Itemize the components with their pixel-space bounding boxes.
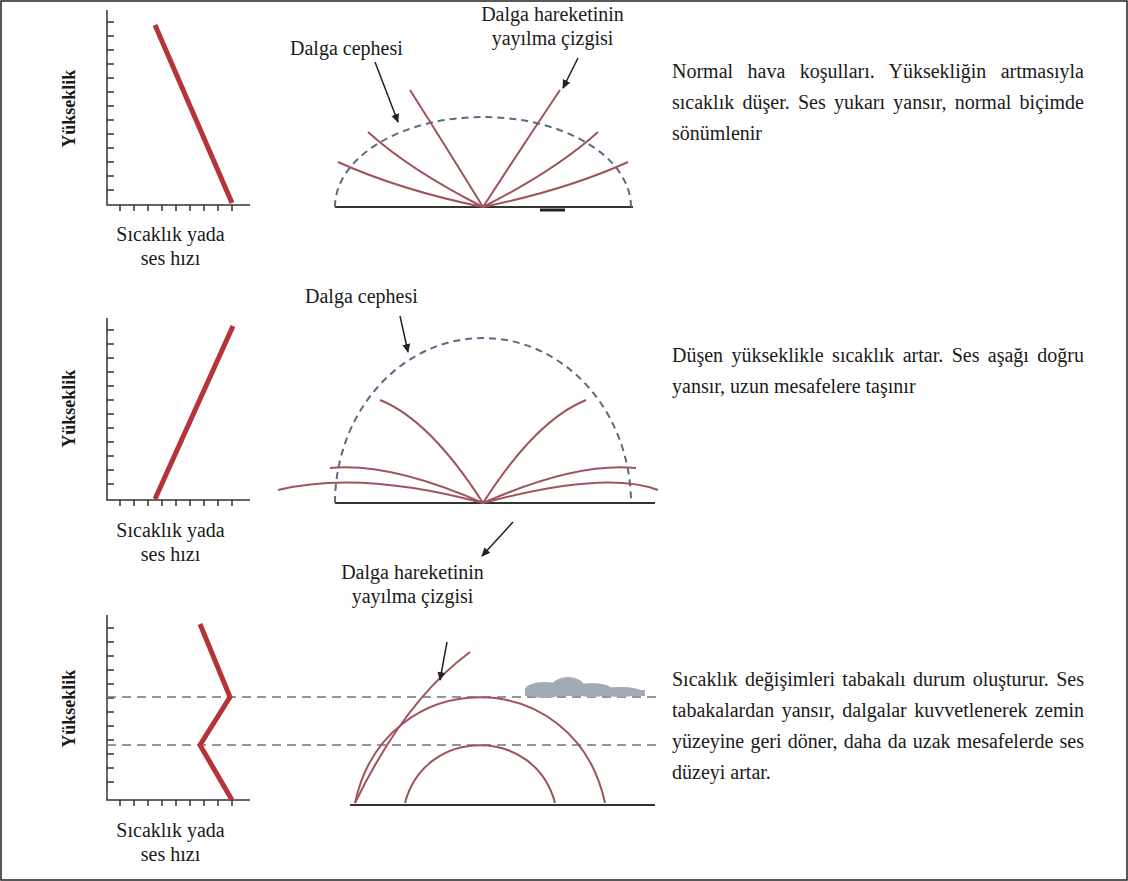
- wave-pattern-3: [350, 652, 655, 805]
- callout-label: Dalga cephesi: [305, 284, 475, 308]
- temperature-line: [155, 25, 232, 203]
- graph-2: [107, 318, 250, 506]
- graph-1: [107, 10, 250, 211]
- wave-pattern-1: [335, 90, 633, 210]
- axis-label: Yükseklik: [59, 54, 81, 164]
- callout-label: Dalga hareketinin yayılma çizgisi: [460, 2, 645, 50]
- graph-3: [107, 615, 250, 806]
- leader-arrow: [563, 58, 578, 88]
- axis-label: Yükseklik: [59, 654, 81, 764]
- leader-arrow: [440, 642, 447, 680]
- temperature-line: [200, 624, 232, 800]
- description-text: Düşen yükseklikle sıcaklık artar. Ses aş…: [672, 340, 1084, 402]
- leader-arrow: [375, 62, 398, 122]
- description-text: Sıcaklık değişimleri tabakalı durum oluş…: [672, 664, 1084, 788]
- layer-lines: [107, 697, 660, 745]
- axis-label: Sıcaklık yada ses hızı: [103, 518, 238, 566]
- cloud: [525, 677, 645, 698]
- axis-label: Yükseklik: [59, 354, 81, 464]
- leader-arrow: [482, 522, 513, 556]
- callout-label: Dalga hareketinin yayılma çizgisi: [320, 560, 505, 608]
- axis-label: Sıcaklık yada ses hızı: [103, 818, 238, 866]
- wave-pattern-2: [278, 338, 658, 503]
- temperature-line: [155, 326, 233, 499]
- description-text: Normal hava koşulları. Yüksekliğin artma…: [672, 56, 1084, 149]
- callout-label: Dalga cephesi: [290, 36, 460, 60]
- axis-label: Sıcaklık yada ses hızı: [103, 222, 238, 270]
- leader-arrow: [400, 316, 408, 352]
